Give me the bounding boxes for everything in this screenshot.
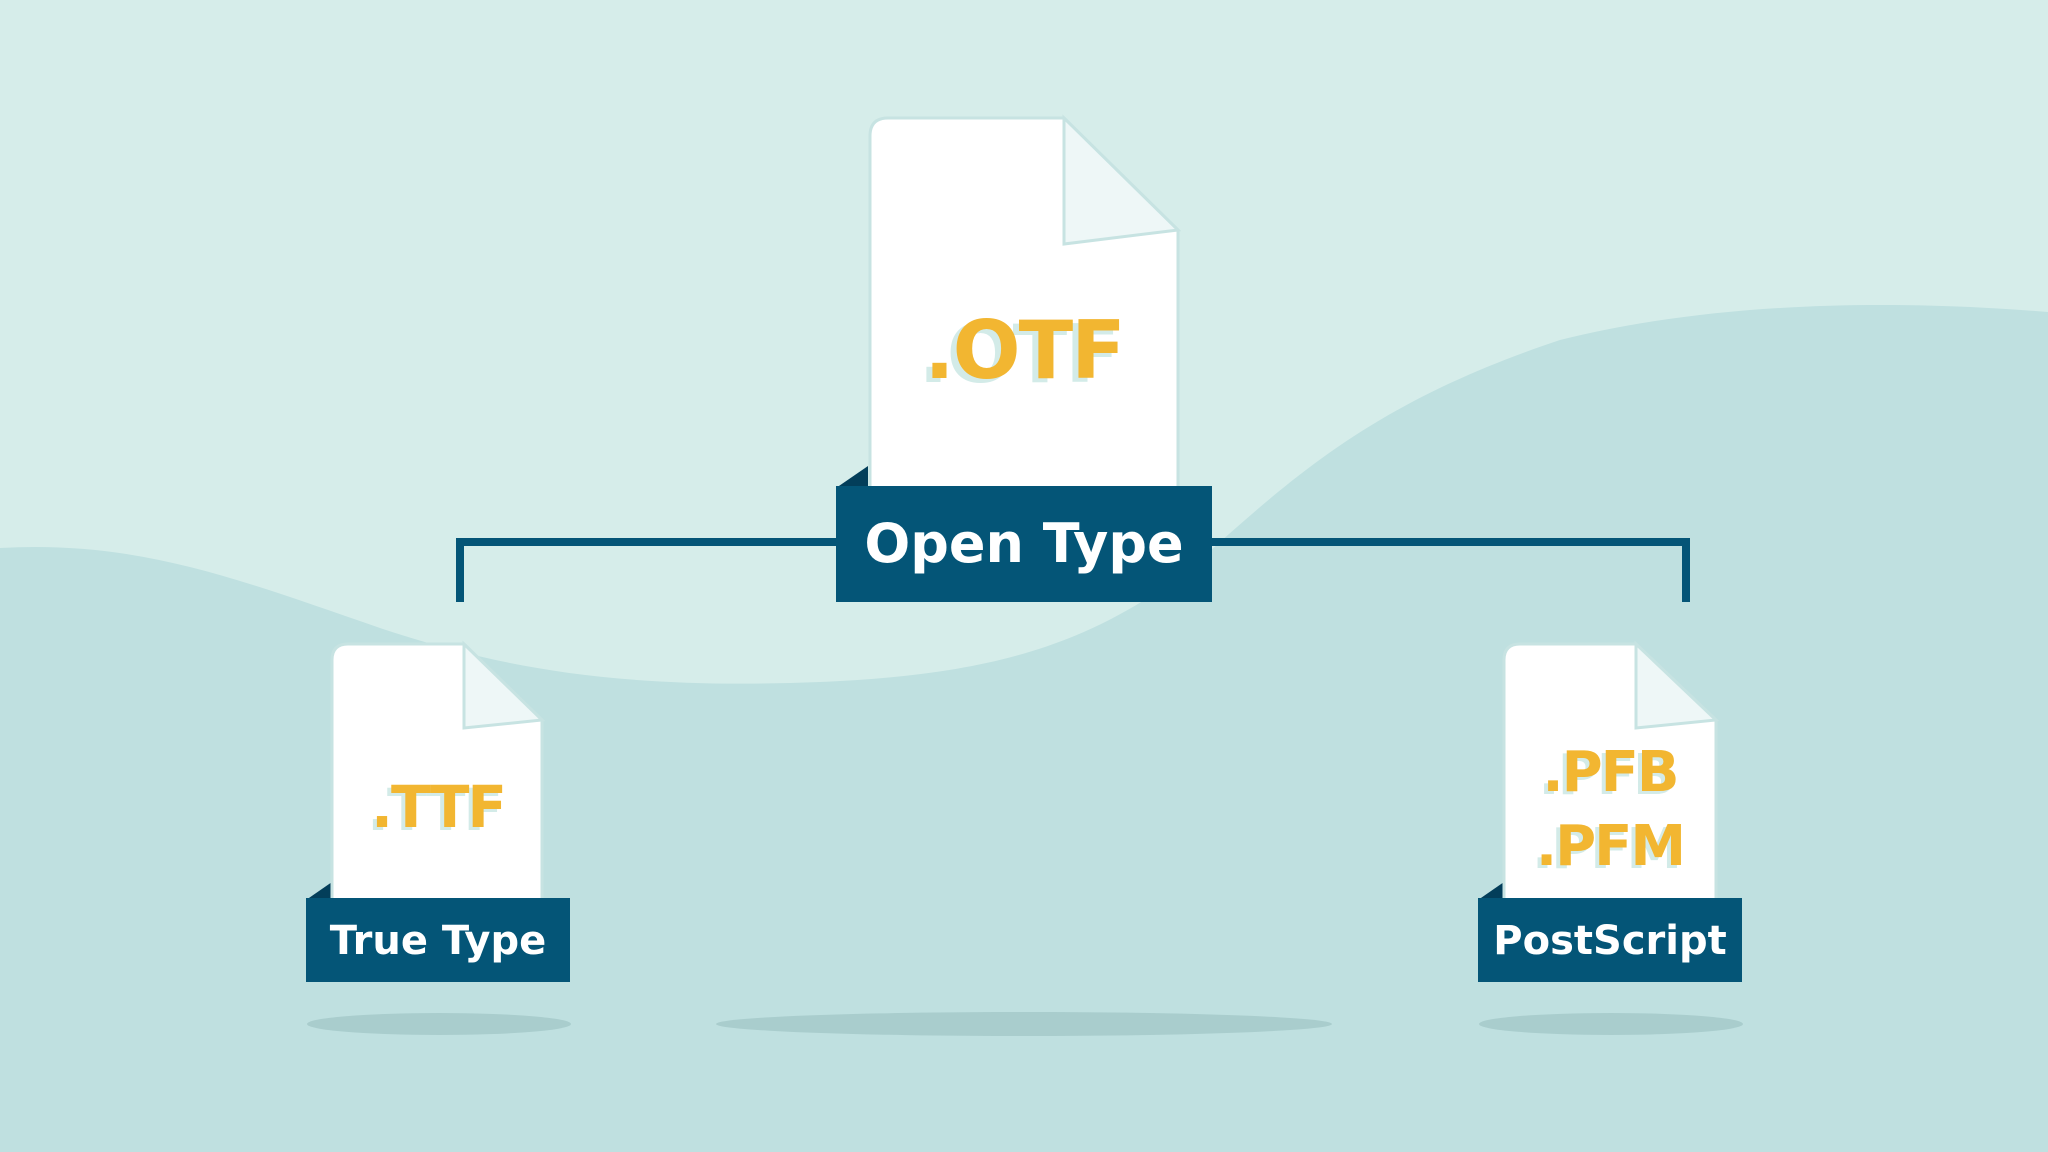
true-type-shadow <box>307 1013 571 1035</box>
open-type-label: Open Type <box>864 512 1183 575</box>
true-type-tag-back <box>306 882 332 900</box>
postscript-extension-1: .PFB <box>1542 740 1677 805</box>
postscript-extension-2-shadow: .PFM <box>1532 817 1680 882</box>
postscript-shadow <box>1479 1013 1743 1035</box>
postscript-label: PostScript <box>1493 918 1726 964</box>
postscript-extension-2: .PFM <box>1536 814 1684 879</box>
connector-left <box>456 538 836 602</box>
postscript-tag-back <box>1478 882 1504 900</box>
connector-lines <box>456 538 1690 602</box>
open-type-shadow <box>716 1012 1332 1036</box>
true-type-extension-shadow: .TTF <box>367 776 501 844</box>
true-type-label: True Type <box>330 918 547 964</box>
open-type-node: .OTF .OTF Open Type <box>836 114 1212 602</box>
postscript-extension-1-shadow: .PFB <box>1538 743 1673 808</box>
open-type-extension: .OTF <box>924 304 1124 397</box>
true-type-extension: .TTF <box>371 773 505 841</box>
true-type-node: .TTF .TTF True Type <box>306 640 570 982</box>
postscript-fold-icon <box>1634 640 1720 730</box>
postscript-node: .PFB .PFB .PFM .PFM PostScript <box>1478 640 1742 982</box>
true-type-label-box <box>306 898 570 982</box>
connector-right <box>1212 538 1690 602</box>
open-type-label-box <box>836 486 1212 602</box>
postscript-label-box <box>1478 898 1742 982</box>
true-type-fold-icon <box>462 640 546 730</box>
open-type-fold-icon <box>1062 114 1182 246</box>
open-type-tag-back <box>836 466 868 488</box>
open-type-extension-shadow: .OTF <box>918 308 1118 401</box>
